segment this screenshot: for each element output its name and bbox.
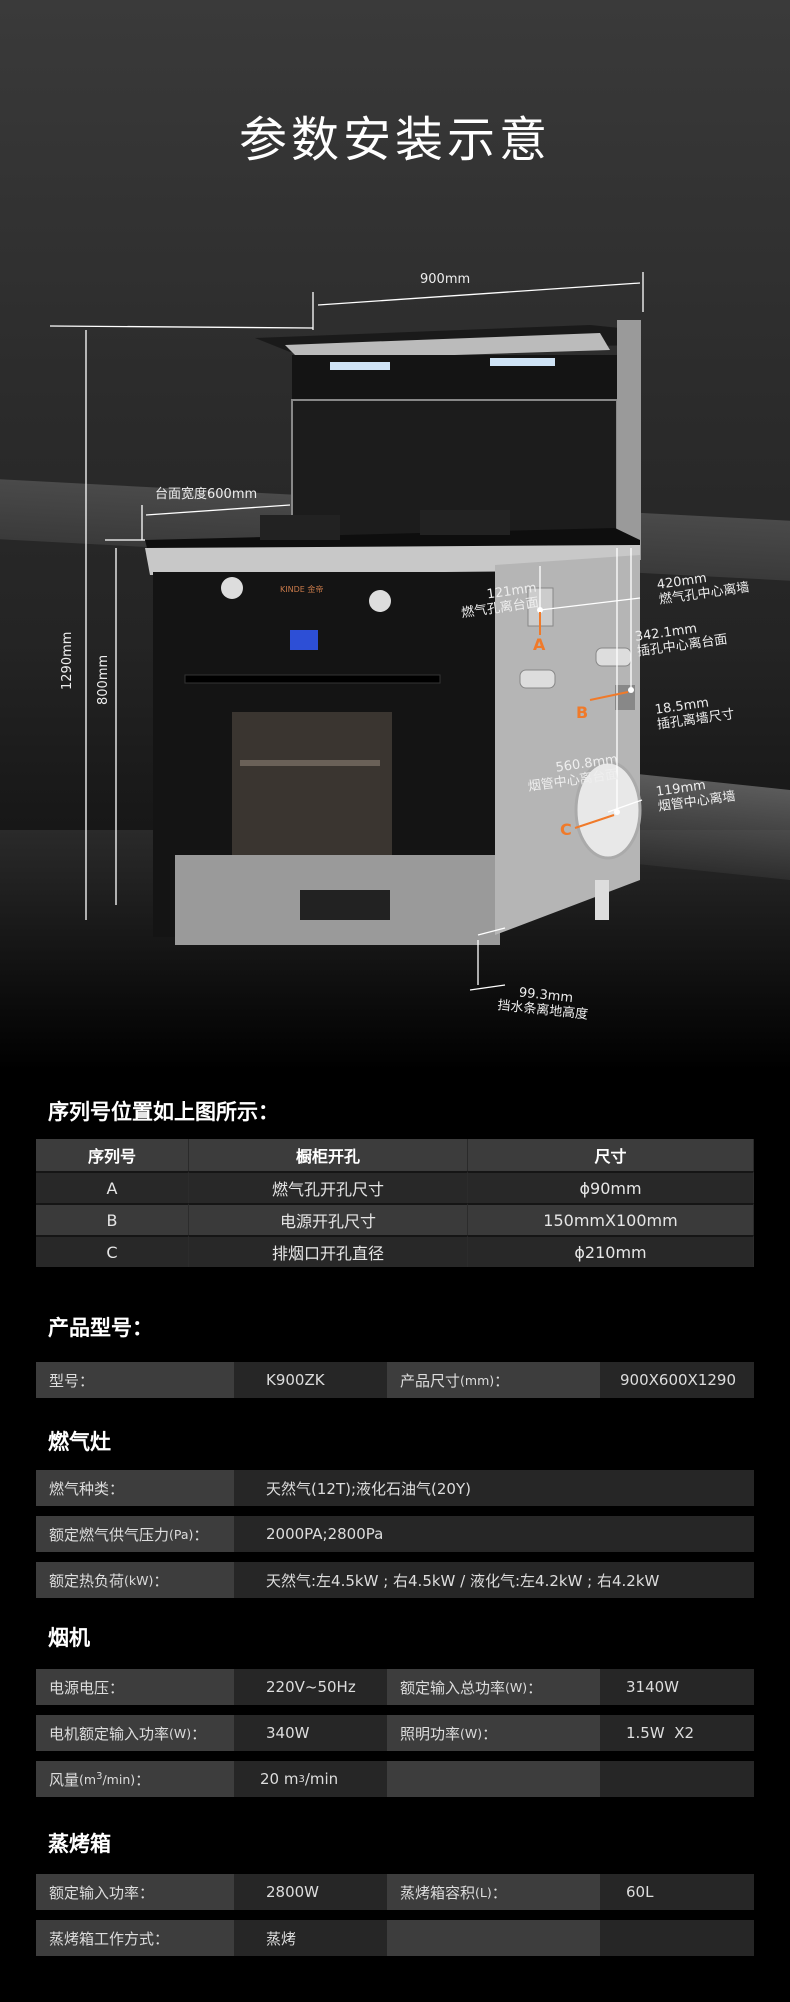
dim-counter-depth: 台面宽度600mm [155, 487, 258, 502]
marker-c: C [560, 820, 572, 839]
knob-right [369, 590, 391, 612]
burner-right [420, 510, 510, 535]
spec-row-heat-load: 额定热负荷(kW)： 天然气:左4.5kW ; 右4.5kW / 液化气:左4.… [36, 1562, 754, 1598]
dim-width: 900mm [420, 272, 471, 287]
serial-heading: 序列号位置如上图所示： [48, 1100, 279, 1124]
spec-row-oven-power: 额定输入功率： 2800W 蒸烤箱容积(L)： 60L [36, 1874, 754, 1910]
spec-row-voltage: 电源电压： 220V~50Hz 额定输入总功率(W)： 3140W [36, 1669, 754, 1705]
spec-row-model: 型号： K900ZK 产品尺寸(mm)： 900X600X1290 [36, 1362, 754, 1398]
brand-logo: KINDE 金帝 [280, 585, 324, 594]
installation-diagram: 参数安装示意 [0, 0, 790, 1070]
oven-display [290, 630, 318, 650]
plinth-drawer [300, 890, 390, 920]
cabinet-leg [595, 880, 609, 920]
table-header: 序列号橱柜开孔尺寸 [36, 1139, 754, 1171]
spec-row-gas-pressure: 额定燃气供气压力(Pa)： 2000PA;2800Pa [36, 1516, 754, 1552]
hood-trim [285, 333, 610, 360]
marker-b: B [576, 703, 589, 722]
burner-left [260, 515, 340, 540]
page-title: 参数安装示意 [238, 112, 551, 168]
dimension-lines [49, 272, 644, 991]
dimension-points [537, 607, 634, 815]
hood-pillar [617, 320, 641, 560]
oven-heading: 蒸烤箱 [48, 1832, 111, 1856]
spec-row-motor-power: 电机额定输入功率(W)： 340W 照明功率(W)： 1.5W X2 [36, 1715, 754, 1751]
knob-left [221, 577, 243, 599]
hood-light-left [330, 362, 390, 370]
spec-row-gas-type: 燃气种类： 天然气(12T);液化石油气(20Y) [36, 1470, 754, 1506]
dim-counter-height: 800mm [96, 654, 111, 705]
hood-light-right [490, 358, 555, 366]
model-heading: 产品型号： [48, 1316, 153, 1340]
marker-a: A [533, 635, 546, 654]
marker-arrows [539, 612, 629, 829]
product-illustration [49, 272, 644, 991]
dim-total-height: 1290mm [60, 631, 75, 690]
oven-handle [184, 674, 441, 684]
oven-window [232, 712, 392, 872]
flue-hole [574, 760, 642, 860]
spec-row-oven-mode: 蒸烤箱工作方式： 蒸烤 [36, 1920, 754, 1956]
stove-heading: 燃气灶 [48, 1430, 111, 1454]
hood-heading: 烟机 [48, 1626, 90, 1650]
